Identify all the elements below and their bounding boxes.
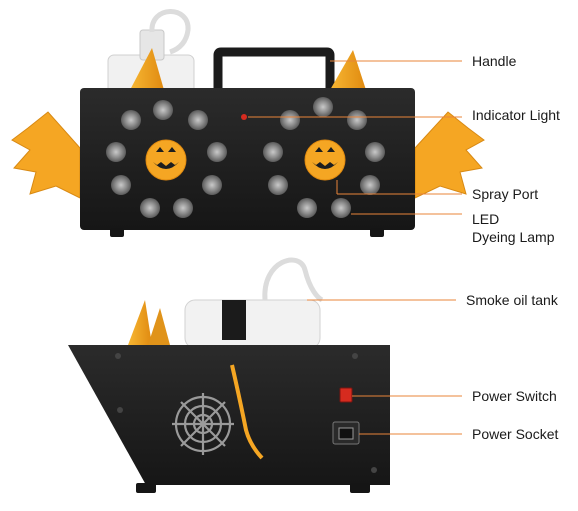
power-socket <box>332 421 360 445</box>
label-dyeing-lamp: Dyeing Lamp <box>472 229 555 245</box>
leader-lines <box>248 60 462 435</box>
horn-right <box>330 50 366 90</box>
led-ring-left <box>106 100 227 218</box>
label-handle: Handle <box>472 53 517 69</box>
label-smoke-oil-tank: Smoke oil tank <box>466 292 558 308</box>
jack-o-lantern-icon <box>145 139 187 181</box>
bat-wing-left <box>11 111 81 199</box>
led-ring-right <box>263 97 385 218</box>
horn-left <box>130 48 164 90</box>
spider-web-icon <box>172 393 234 455</box>
label-spray-port: Spray Port <box>472 186 539 202</box>
label-led: LED <box>472 211 500 227</box>
front-view <box>11 9 485 237</box>
power-switch <box>339 387 353 403</box>
side-view <box>68 257 390 493</box>
indicator-light <box>241 114 247 120</box>
handle <box>213 47 335 88</box>
front-body <box>80 88 415 230</box>
bat-wing-right <box>414 111 485 199</box>
label-power-switch: Power Switch <box>472 388 557 404</box>
label-power-socket: Power Socket <box>472 426 559 442</box>
oil-tank-side <box>184 257 324 349</box>
jack-o-lantern-icon <box>304 139 346 181</box>
label-indicator-light: Indicator Light <box>472 107 560 123</box>
